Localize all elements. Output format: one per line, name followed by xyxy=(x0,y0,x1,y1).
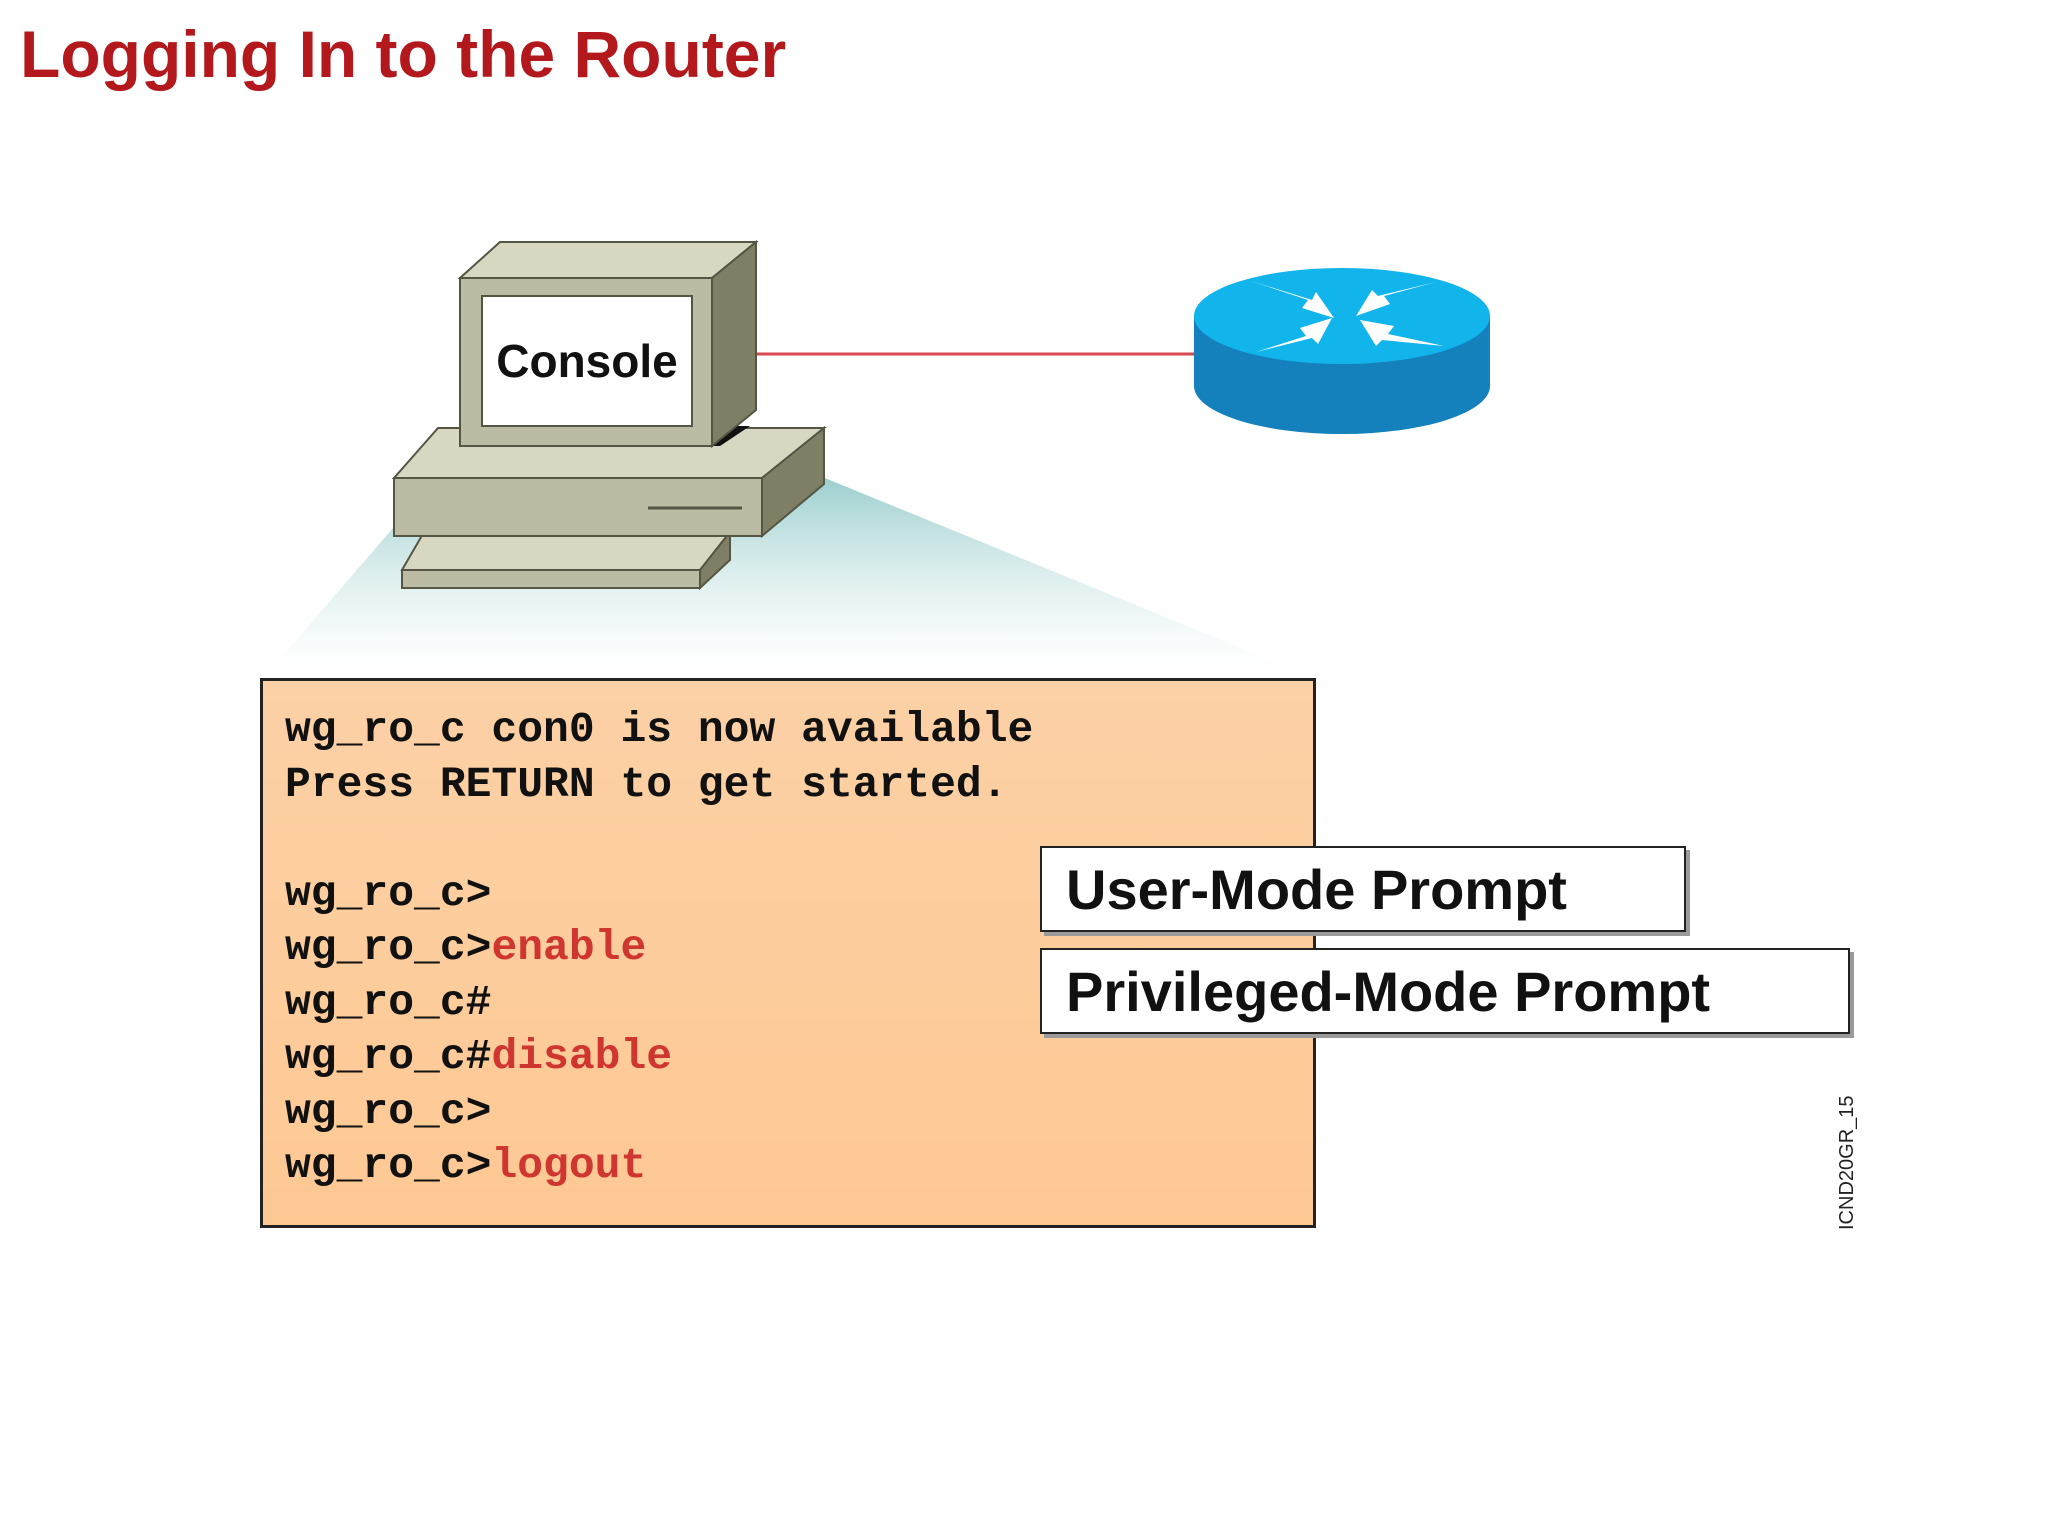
logout-command: logout xyxy=(491,1141,647,1190)
privileged-mode-callout: Privileged-Mode Prompt xyxy=(1040,948,1850,1034)
disable-command: disable xyxy=(491,1032,673,1081)
terminal-line: wg_ro_c# xyxy=(285,976,1291,1031)
terminal-window: wg_ro_c con0 is now available Press RETU… xyxy=(260,678,1316,1228)
terminal-line: Press RETURN to get started. xyxy=(285,758,1291,813)
user-mode-prompt: wg_ro_c> xyxy=(285,868,492,918)
terminal-prompt: wg_ro_c# xyxy=(285,1032,492,1081)
terminal-text: Press RETURN to get started. xyxy=(285,759,1008,809)
terminal-prompt: wg_ro_c> xyxy=(285,923,492,972)
figure-id: ICND20GR_15 xyxy=(1836,1095,1858,1230)
terminal-text: wg_ro_c con0 is now available xyxy=(285,705,1034,754)
terminal-line: wg_ro_c#disable xyxy=(285,1030,1291,1085)
pc-terminal-icon xyxy=(391,239,827,591)
user-mode-callout: User-Mode Prompt xyxy=(1040,846,1686,932)
slide-title: Logging In to the Router xyxy=(20,17,787,91)
terminal-line: wg_ro_c> xyxy=(285,1085,1291,1140)
terminal-line: wg_ro_c con0 is now available xyxy=(285,703,1291,758)
router-icon xyxy=(1194,268,1490,434)
terminal-line: wg_ro_c>enable xyxy=(285,921,1291,976)
enable-command: enable xyxy=(491,923,647,972)
console-label: Console xyxy=(496,335,678,387)
privileged-mode-prompt: wg_ro_c# xyxy=(285,977,492,1027)
terminal-line: wg_ro_c>logout xyxy=(285,1139,1291,1194)
terminal-prompt: wg_ro_c> xyxy=(285,1141,492,1190)
terminal-line: wg_ro_c> xyxy=(285,867,1291,922)
terminal-prompt: wg_ro_c> xyxy=(285,1086,492,1136)
